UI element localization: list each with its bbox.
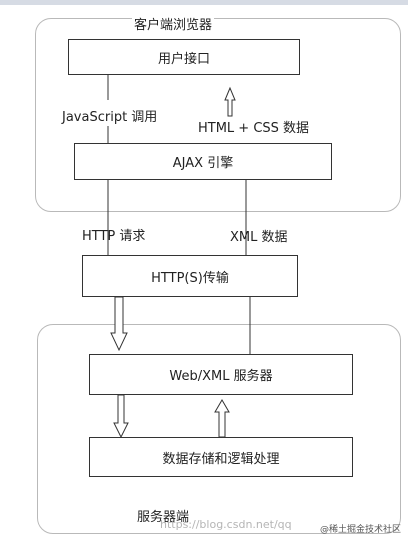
client-browser-region — [35, 18, 401, 212]
ajax-engine-box: AJAX 引擎 — [74, 143, 332, 180]
user-interface-box: 用户接口 — [68, 39, 300, 75]
web-xml-server-box: Web/XML 服务器 — [89, 354, 353, 395]
watermark-site: @稀土掘金技术社区 — [320, 525, 402, 535]
data-storage-logic-box: 数据存储和逻辑处理 — [89, 437, 353, 477]
top-strip — [0, 0, 408, 5]
http-transport-box: HTTP(S)传输 — [82, 255, 298, 297]
javascript-call-label: JavaScript 调用 — [62, 110, 158, 125]
watermark-url: https://blog.csdn.net/qq — [160, 518, 292, 531]
xml-data-label: XML 数据 — [230, 230, 288, 245]
client-browser-label: 客户端浏览器 — [132, 14, 215, 33]
server-label: 服务器端 — [137, 510, 190, 525]
http-request-label: HTTP 请求 — [82, 229, 146, 244]
server-region — [37, 324, 401, 534]
html-css-data-label: HTML + CSS 数据 — [198, 121, 310, 136]
